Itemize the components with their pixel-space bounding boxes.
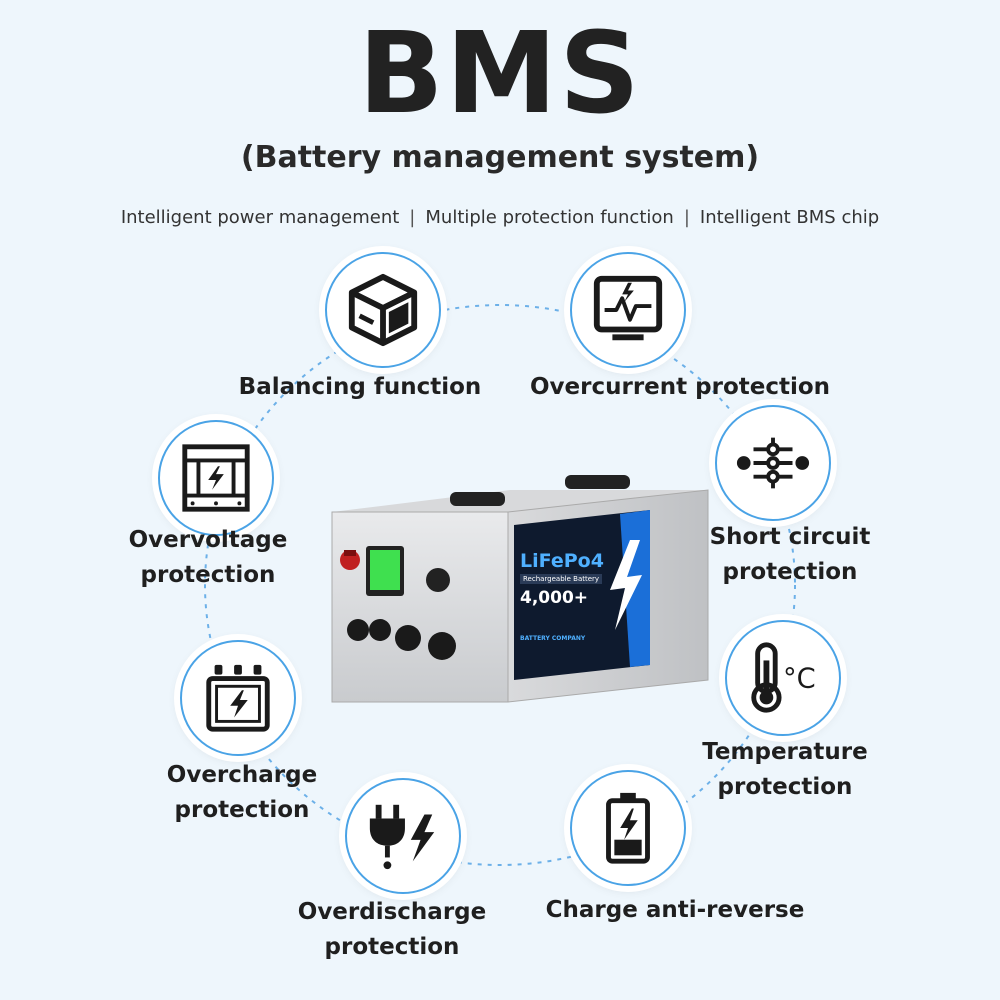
balancing-function-badge [325, 252, 441, 368]
battery-company: BATTERY COMPANY [520, 635, 586, 642]
temperature-label-line1: Temperature [702, 739, 868, 765]
overcharge-label-line2: protection [174, 797, 310, 823]
tagline-chip: Intelligent BMS chip [699, 207, 880, 228]
overdischarge-label-line1: Overdischarge [297, 899, 487, 925]
charge-anti-reverse-label: Charge anti-reverse [545, 897, 805, 923]
overdischarge-label-line2: protection [324, 934, 460, 960]
overvoltage-label-line1: Overvoltage [128, 527, 288, 553]
short-circuit-label-line1: Short circuit [709, 524, 871, 550]
overdischarge-protection-badge [345, 778, 461, 894]
battery-cycles: 4,000+ [520, 588, 589, 608]
overdischarge-protection-label: Overdischarge protection [292, 895, 492, 965]
voltage-panel-icon [182, 444, 250, 512]
overcharge-label-line1: Overcharge [166, 762, 318, 788]
celsius-unit: °C [783, 664, 816, 695]
cube-balance-icon [348, 273, 418, 347]
overcurrent-protection-badge [570, 252, 686, 368]
short-circuit-protection-label: Short circuit protection [690, 520, 890, 590]
battery-bolt-icon [606, 792, 650, 864]
circuit-sliders-icon [736, 437, 810, 489]
short-circuit-label-line2: protection [722, 559, 858, 585]
monitor-pulse-icon [593, 275, 663, 341]
tagline-separator: | [409, 207, 416, 228]
temperature-label-line2: protection [717, 774, 853, 800]
battery-image: LiFePo4 Rechargeable Battery 4,000+ BATT… [330, 470, 710, 705]
temperature-protection-label: Temperature protection [685, 735, 885, 805]
battery-brand-label: LiFePo4 [520, 550, 604, 572]
charge-anti-reverse-badge [570, 770, 686, 886]
thermometer-celsius-icon: °C [751, 642, 816, 713]
plug-lightning-icon [369, 804, 435, 870]
short-circuit-protection-badge [715, 405, 831, 521]
temperature-protection-badge: °C [725, 620, 841, 736]
page-title: BMS [358, 9, 642, 139]
page-subtitle: (Battery management system) [240, 140, 760, 175]
overcharge-protection-badge [180, 640, 296, 756]
tagline-separator: | [683, 207, 690, 228]
overcharge-protection-label: Overcharge protection [142, 758, 342, 828]
charge-box-icon [206, 664, 270, 732]
overcurrent-protection-label: Overcurrent protection [530, 374, 831, 400]
battery-sub-label: Rechargeable Battery [520, 574, 603, 584]
overvoltage-label-line2: protection [140, 562, 276, 588]
tagline-protection: Multiple protection function [425, 207, 674, 228]
tagline-power: Intelligent power management [120, 207, 400, 228]
overvoltage-protection-badge [158, 420, 274, 536]
overvoltage-protection-label: Overvoltage protection [108, 523, 308, 593]
balancing-function-label: Balancing function [238, 374, 482, 400]
tagline-row: Intelligent power management | Multiple pr… [0, 207, 1000, 228]
